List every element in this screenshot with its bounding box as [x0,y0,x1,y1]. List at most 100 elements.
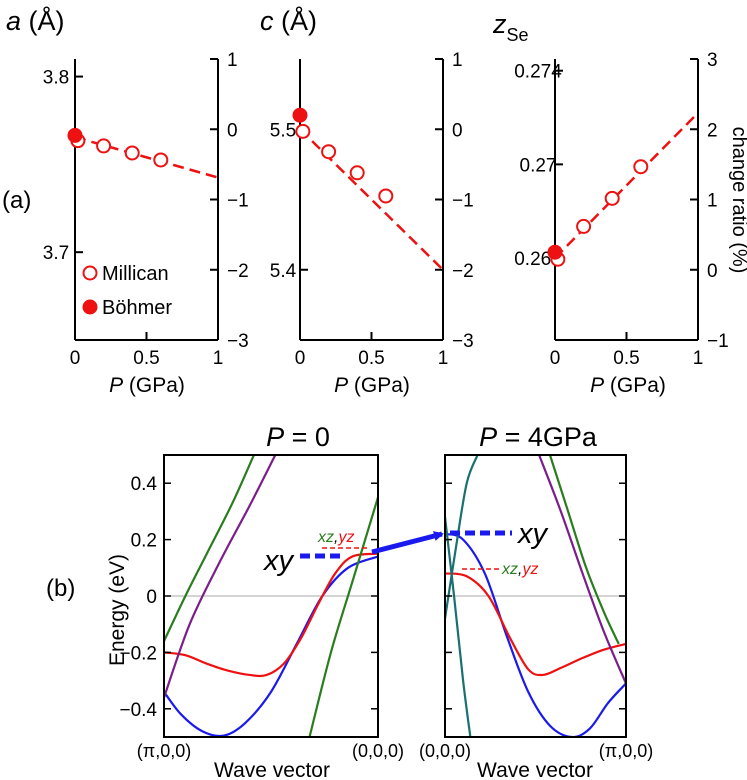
band-p0-xlabel: Wave vector [214,759,330,780]
right-tick-label: 1 [707,191,718,212]
lattice-a-title: a (Å) [6,5,65,36]
band-p4-xlabel: Wave vector [477,759,593,780]
zse-xlabel: P (GPa) [590,374,666,397]
y-tick-label: 0.2 [131,531,157,552]
fit-line [555,111,698,259]
fit-line [75,135,218,179]
millican-point [604,190,620,206]
band-p4-chart: P = 4GPa (0,0,0) (π,0,0) Wave vector [419,422,653,780]
right-tick-label: 0 [227,120,238,141]
x-tick-label: (π,0,0) [599,741,653,761]
right-tick-label: 1 [452,50,463,71]
lattice-c-xlabel: P (GPa) [334,374,410,397]
xz-label-p0: xz,yz [317,529,354,546]
band-xy-curve [164,555,378,737]
left-tick-label: 0.27 [520,155,557,176]
right-tick-label: −1 [227,191,249,212]
x-tick-label: 0 [295,348,306,369]
x-tick-label: 0 [70,348,81,369]
band-inner-curve [445,455,479,619]
band-outer-curve [548,455,620,645]
bohmer-point [292,107,308,123]
legend-label-bohmer: Böhmer [102,297,172,319]
right-tick-label: 0 [452,120,463,141]
xz-label-p4: xz,yz [501,561,538,578]
zse-title: zSe [492,9,529,45]
millican-point [633,159,649,175]
right-tick-label: 3 [707,50,718,71]
x-tick-label: 0.5 [358,348,384,369]
millican-point [321,144,337,160]
band-inner-curve [445,516,472,737]
band-outer-curve [164,455,277,698]
millican-point [96,138,112,154]
legend-label-millican: Millican [102,263,169,285]
band-p4-title: P = 4GPa [479,422,598,452]
pressure-shift-arrow [371,531,444,555]
bohmer-point [67,127,83,143]
change-ratio-label: change ratio (%) [728,127,747,274]
legend-marker-bohmer [82,299,98,315]
left-tick-label: 3.7 [43,243,69,264]
xy-label-p0: xy [262,545,295,577]
x-tick-label: 0.5 [613,348,639,369]
band-p0-title: P = 0 [266,422,330,452]
right-tick-label: −3 [227,331,249,352]
y-tick-label: 0 [146,587,157,608]
band-inner-curve [308,496,378,737]
right-tick-label: −1 [452,191,474,212]
lattice-c-chart: c (Å) 5.4 5.5 −3 −2 −1 0 1 0 0.5 1 P (GPa) [260,5,474,397]
band-outer-curve [164,455,255,642]
bohmer-point [547,244,563,260]
band-xz,yz-curve [445,572,626,677]
panel-label-b: (b) [46,575,75,602]
panel-label-a: (a) [2,187,31,214]
band-p0-chart: P = 0 Energy (eV) −0.4 −0.2 0 0.2 0.4 (π,0,0)… [106,422,404,780]
x-tick-label: 0 [550,348,561,369]
legend-marker-millican [82,265,98,281]
x-tick-label: 1 [213,348,224,369]
millican-point [576,218,592,234]
left-tick-label: 5.4 [270,261,297,282]
y-tick-label: −0.2 [119,643,157,664]
y-tick-label: −0.4 [119,700,157,721]
band-xy-curve [445,532,626,737]
y-tick-label: 0.4 [131,474,158,495]
x-tick-label: 1 [693,348,704,369]
x-tick-label: (0,0,0) [352,741,404,761]
band-p0-plot: −0.4 −0.2 0 0.2 0.4 (π,0,0) (0,0,0) [119,454,404,761]
xy-label-p4: xy [516,518,549,550]
left-tick-label: 5.5 [270,120,296,141]
right-tick-label: −1 [707,331,729,352]
band-p4-plot: (0,0,0) (π,0,0) [419,454,653,761]
orbital-annotations: xy xz,yz xy xz,yz [262,518,549,578]
millican-point [295,123,311,139]
band-xz,yz-curve [164,552,378,678]
x-tick-label: 0.5 [133,348,159,369]
x-tick-label: 1 [438,348,449,369]
millican-point [124,145,140,161]
right-tick-label: 2 [707,120,718,141]
lattice-a-plot: 3.7 3.8 −3 −2 −1 0 1 0 0.5 1 [43,50,249,369]
legend: Millican Böhmer [82,263,172,319]
lattice-c-title: c (Å) [260,5,317,36]
right-tick-label: −3 [452,331,474,352]
left-tick-label: 0.274 [514,62,562,83]
right-tick-label: 1 [227,50,238,71]
x-tick-label: (π,0,0) [137,741,191,761]
millican-point [153,152,169,168]
right-tick-label: −2 [227,261,249,282]
right-tick-label: −2 [452,261,474,282]
lattice-c-plot: 5.4 5.5 −3 −2 −1 0 1 0 0.5 1 [270,50,474,369]
right-tick-label: 0 [707,261,718,282]
x-tick-label: (0,0,0) [419,741,471,761]
energy-axis-label: Energy (eV) [106,554,129,666]
band-outer-curve [538,455,626,684]
left-tick-label: 3.8 [43,68,69,89]
millican-point [378,188,394,204]
millican-point [349,165,365,181]
